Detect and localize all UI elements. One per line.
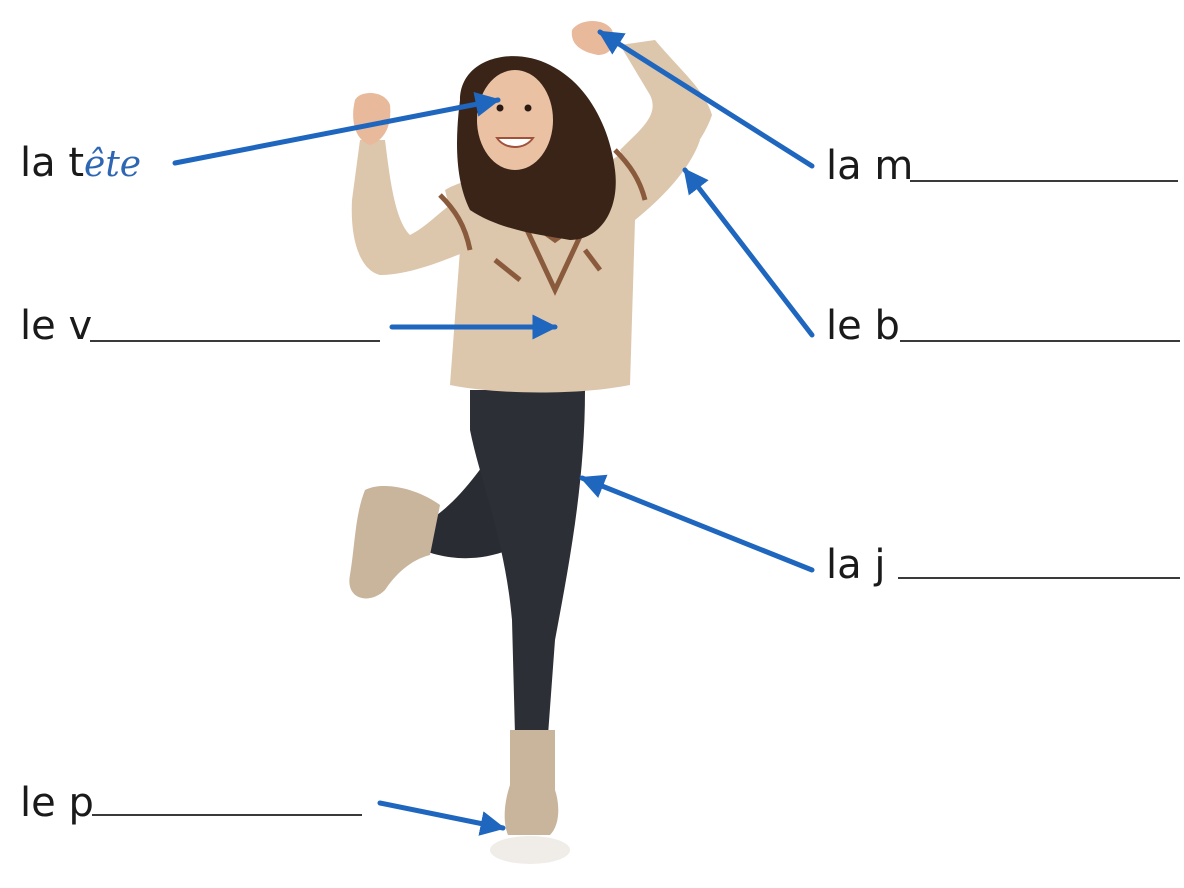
floor-reflection [490, 836, 570, 864]
arrow-pied [380, 803, 503, 828]
label-pied: le p [20, 783, 94, 823]
blank-main[interactable] [910, 180, 1178, 182]
standing-boot [505, 730, 559, 835]
label-main-prefix: la m [826, 143, 913, 189]
label-tete-answer: ête [84, 144, 141, 185]
label-tete-prefix: la t [20, 140, 84, 186]
label-bras-prefix: le b [826, 303, 900, 349]
label-tete: la tête [20, 143, 141, 183]
face [477, 70, 553, 170]
label-jambe-prefix: la j [826, 542, 885, 588]
arrow-jambe [582, 478, 812, 570]
blank-bras[interactable] [900, 340, 1180, 342]
left-eye [497, 105, 504, 112]
arrow-tete [175, 100, 498, 163]
blank-jambe[interactable] [898, 577, 1180, 579]
label-main: la m [826, 146, 913, 186]
standing-leg [470, 390, 585, 735]
label-bras: le b [826, 306, 900, 346]
right-eye [525, 105, 532, 112]
left-hand [353, 93, 390, 145]
label-ventre-prefix: le v [20, 303, 92, 349]
raised-boot [349, 486, 440, 598]
label-ventre: le v [20, 306, 92, 346]
blank-ventre[interactable] [90, 340, 380, 342]
label-jambe: la j [826, 545, 885, 585]
label-pied-prefix: le p [20, 780, 94, 826]
person-figure [349, 21, 712, 864]
blank-pied[interactable] [92, 814, 362, 816]
arrow-bras [685, 170, 812, 335]
